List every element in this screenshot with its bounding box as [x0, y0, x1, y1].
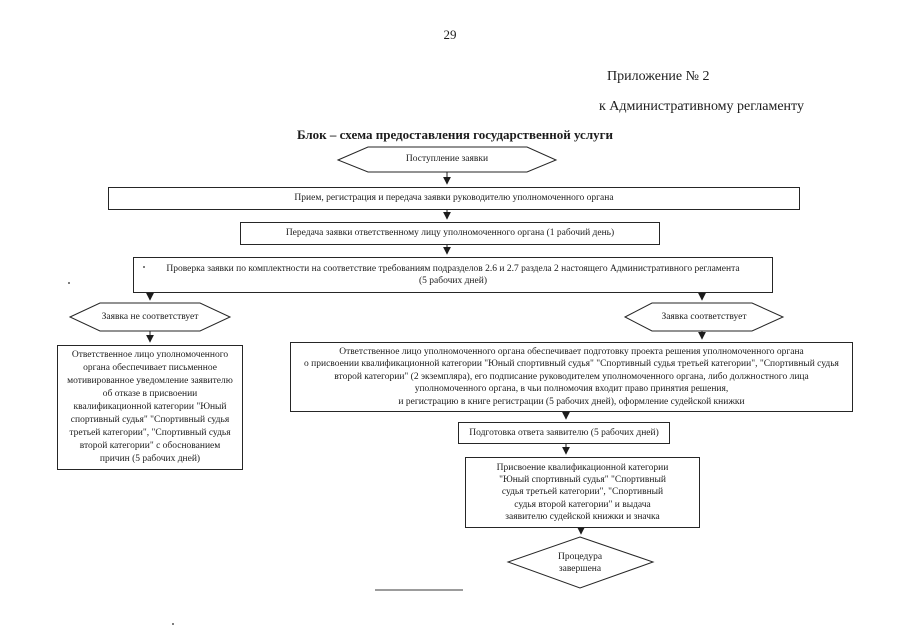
approval-text-line: и регистрацию в книге регистрации (5 раб…	[398, 396, 745, 407]
appendix-heading-line2: к Административному регламенту	[599, 99, 804, 114]
approval-text-line: уполномоченного органа, в чьи полномочия…	[414, 384, 729, 395]
step-check-text-line1: Проверка заявки по комплектности на соот…	[166, 263, 740, 274]
step-check-text-line2: (5 рабочих дней)	[419, 276, 487, 286]
step-check-box: Проверка заявки по комплектности на соот…	[133, 257, 773, 293]
rejection-text-line: мотивированное уведомление заявителю	[67, 376, 233, 387]
rejection-text-line: об отказе в присвоении	[102, 389, 198, 400]
assignment-text-line: судья третьей категории", "Спортивный	[501, 487, 664, 498]
step-reception-box: Прием, регистрация и передача заявки рук…	[108, 187, 800, 210]
scan-speck	[68, 282, 70, 284]
approval-text-line: Ответственное лицо уполномоченного орган…	[339, 346, 804, 357]
answer-preparation-box: Подготовка ответа заявителю (5 рабочих д…	[458, 422, 670, 444]
flowchart-title: Блок – схема предоставления государствен…	[296, 127, 614, 142]
decision-no-label: Заявка не соответствует	[101, 312, 199, 322]
end-label-line1: Процедура	[557, 552, 603, 562]
rejection-text-line: спортивный судья" "Спортивный судья	[70, 414, 230, 425]
step-transfer-box: Передача заявки ответственному лицу упол…	[240, 222, 660, 245]
assignment-text-line: Присвоение квалификационной категории	[496, 463, 669, 473]
rejection-text-line: причин (5 рабочих дней)	[99, 453, 201, 464]
rejection-text-line: органа обеспечивает письменное	[83, 363, 217, 374]
assignment-text-line: судья второй категории" и выдача	[514, 499, 651, 510]
rejection-notice-box: Ответственное лицо уполномоченного орган…	[57, 345, 243, 470]
scan-speck	[143, 266, 145, 268]
step-transfer-text: Передача заявки ответственному лицу упол…	[285, 228, 615, 239]
appendix-heading-line1: Приложение № 2	[607, 69, 710, 84]
rejection-text-line: третьей категории", "Спортивный судья	[69, 427, 231, 438]
scan-speck	[172, 623, 174, 625]
end-diamond-shape	[506, 536, 655, 589]
end-diamond-label: Процедура завершена	[520, 551, 640, 575]
decision-yes-hexagon-shape	[623, 302, 785, 332]
rejection-text-line: Ответственное лицо уполномоченного	[71, 350, 229, 361]
page-number: 29	[443, 27, 457, 42]
approval-text-line: о присвоении квалификационной категории …	[304, 359, 839, 370]
decision-yes-label: Заявка соответствует	[661, 312, 747, 322]
step-reception-text: Прием, регистрация и передача заявки рук…	[294, 193, 614, 204]
start-hexagon-label: Поступление заявки	[405, 154, 489, 164]
rejection-text-line: второй категории" с обоснованием	[79, 440, 221, 451]
decision-no-hexagon-shape	[68, 302, 232, 332]
approval-text-line: второй категории" (2 экземпляра), его по…	[334, 371, 809, 382]
category-assignment-box: Присвоение квалификационной категории "Ю…	[465, 457, 700, 528]
assignment-text-line: "Юный спортивный судья" "Спортивный	[499, 475, 666, 486]
start-hexagon-shape	[336, 146, 558, 173]
end-label-line2: завершена	[558, 564, 602, 574]
answer-preparation-text: Подготовка ответа заявителю (5 рабочих д…	[469, 427, 659, 438]
assignment-text-line: заявителю судейской книжки и значка	[505, 511, 660, 522]
rejection-text-line: квалификационной категории "Юный	[73, 402, 227, 413]
approval-decision-box: Ответственное лицо уполномоченного орган…	[290, 342, 853, 412]
